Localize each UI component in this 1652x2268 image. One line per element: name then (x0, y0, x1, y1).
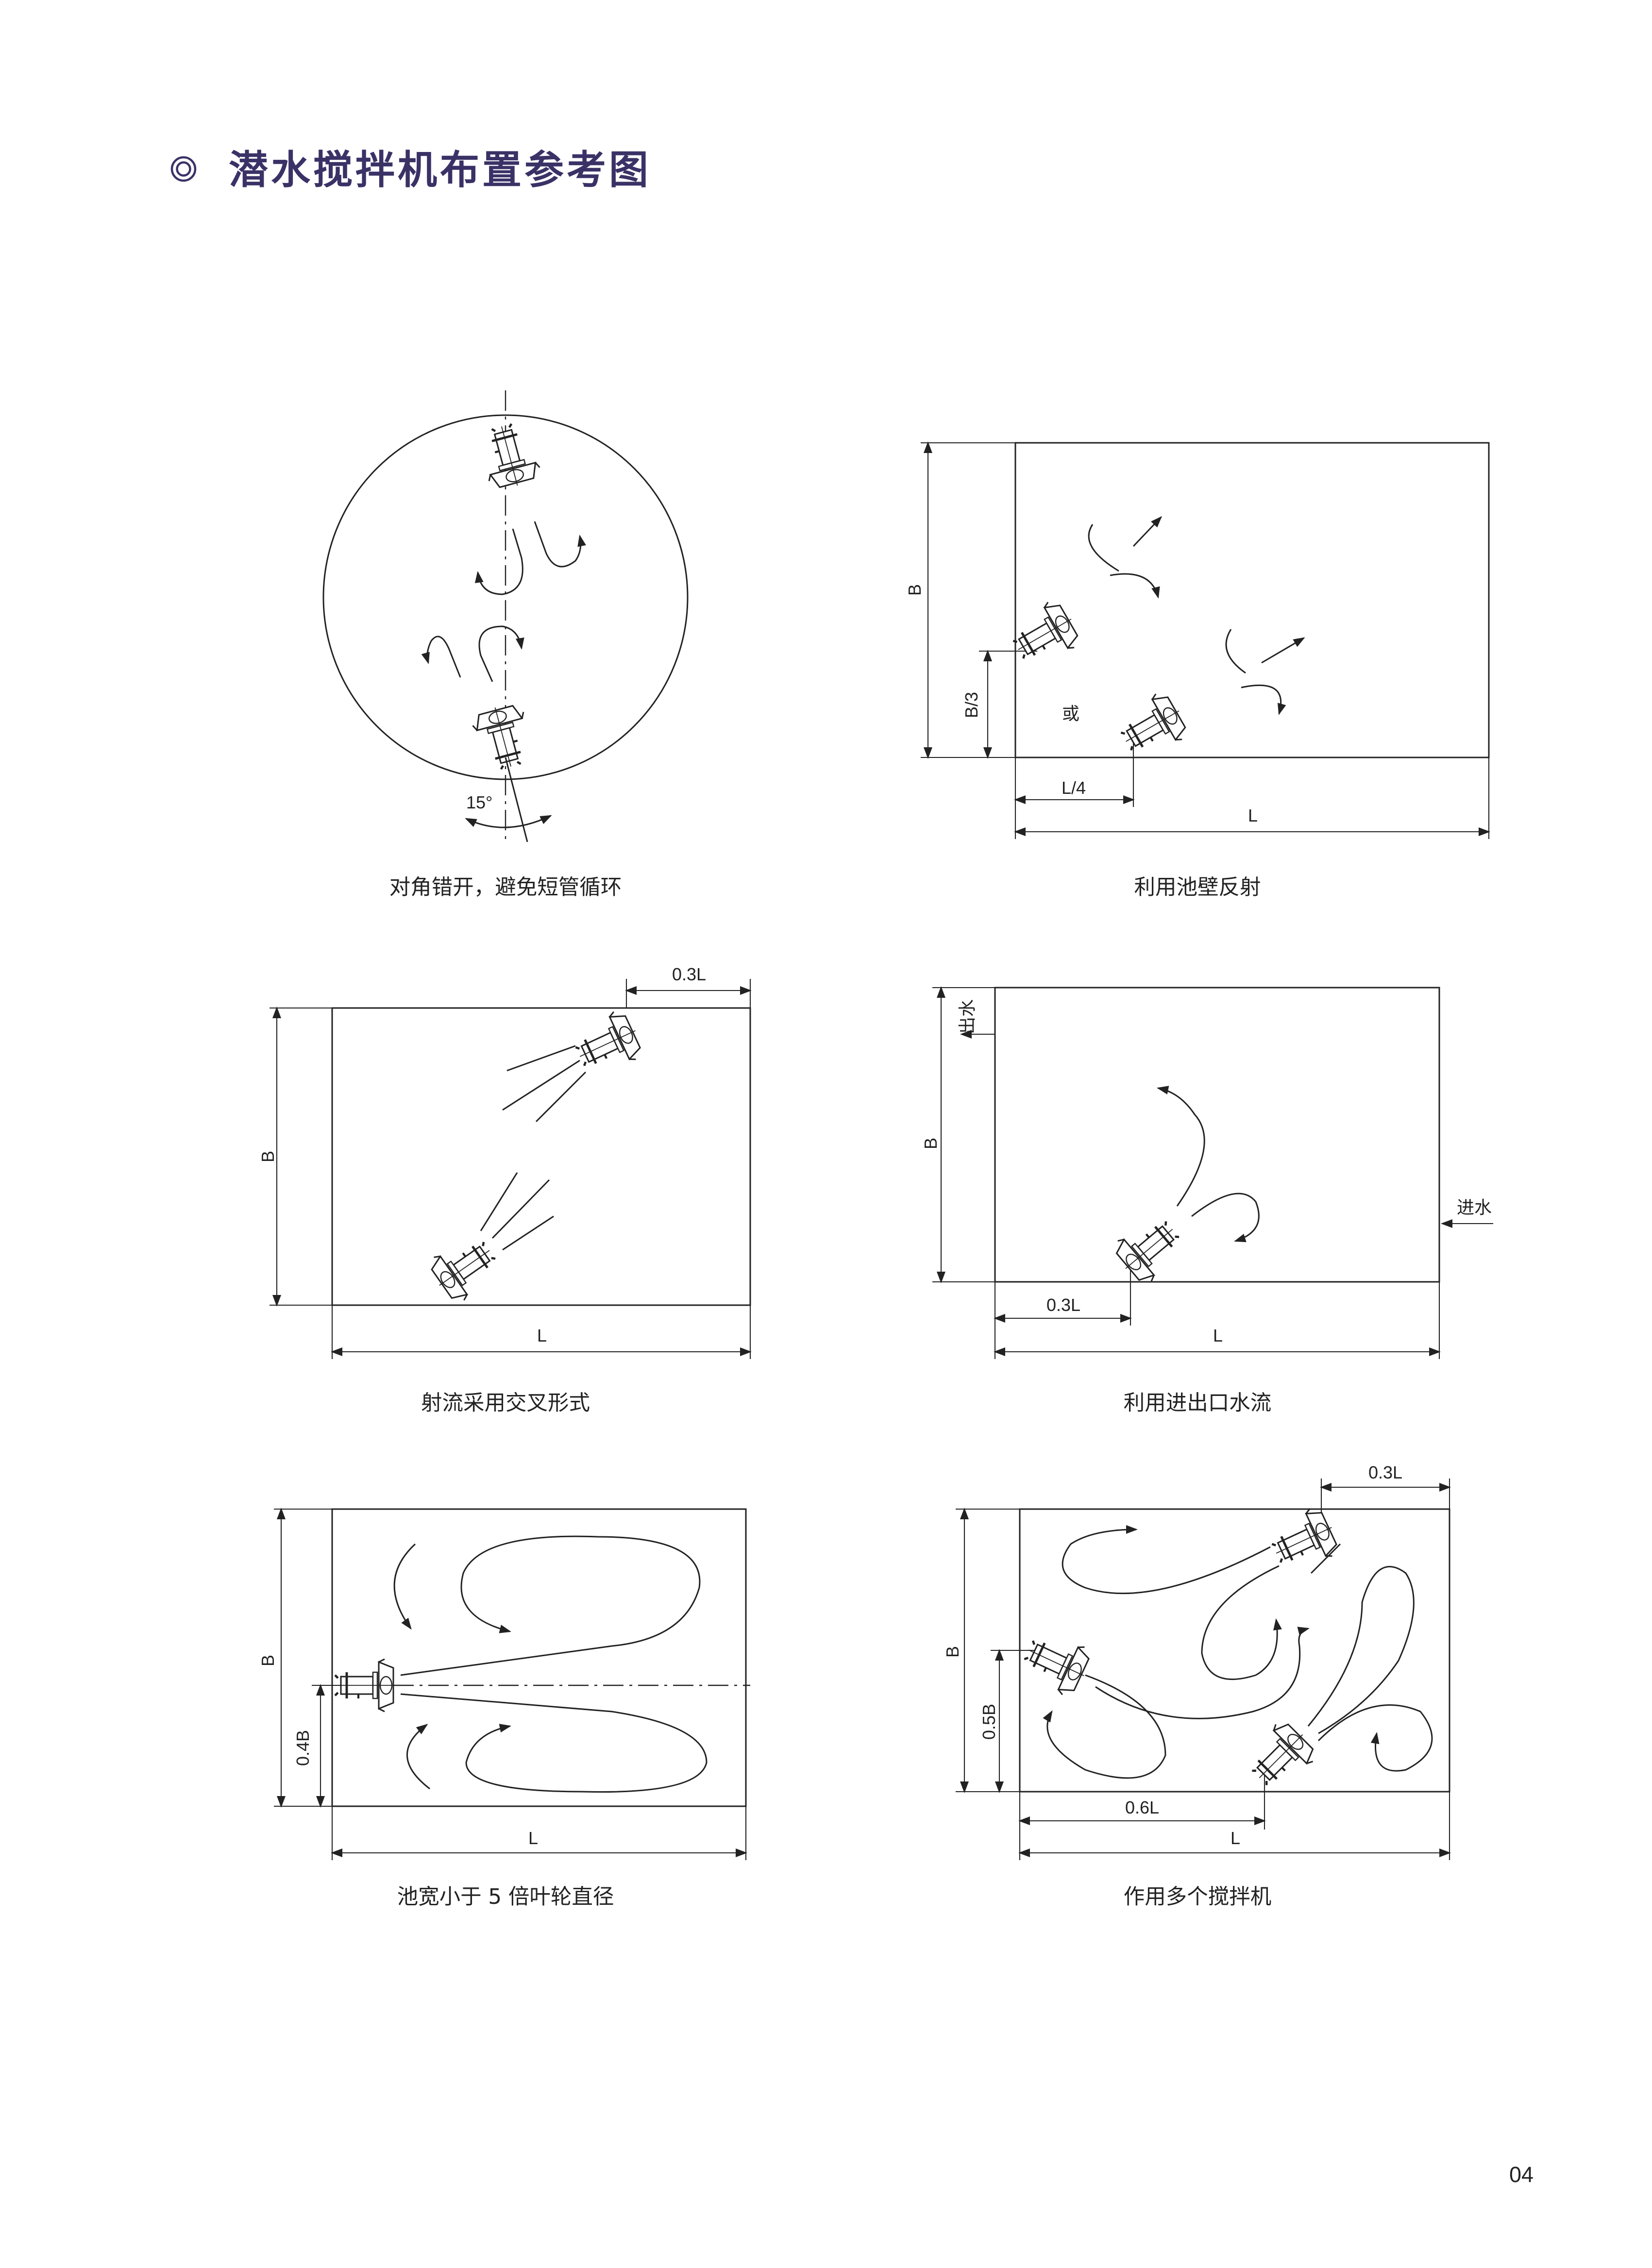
page-number: 04 (1509, 2162, 1534, 2187)
dim-03l-label: 0.3L (1368, 1462, 1402, 1482)
diagram-inlet-outlet: B 出水 进水 0.3L L 利用进出口水流 (921, 986, 1493, 1415)
mixer-icon (1241, 1716, 1321, 1796)
mixer-icon (335, 1659, 396, 1712)
caption-label: 作用多个搅拌机 (1124, 1885, 1272, 1909)
mixer-icon (1005, 596, 1084, 672)
page-header: 潜水搅拌机布置参考图 (170, 148, 651, 193)
caption: 利用池壁反射 (1134, 875, 1261, 900)
flow-arrow (1110, 573, 1160, 599)
diagram-cross-jet: B 0.3L L 射流采用交叉形式 (258, 964, 752, 1415)
angle-arc (465, 815, 552, 828)
diagram-circular-tank: 15° 对角错开，避免短管循环 (322, 390, 689, 900)
dim-03l-label: 0.3L (1046, 1295, 1080, 1315)
dim-b-label: B (258, 1655, 278, 1666)
dim-b-label: B (258, 1151, 278, 1162)
mixer-icon (1265, 1504, 1343, 1577)
flow-arrow (1241, 684, 1286, 715)
dim-l4: L/4 (1062, 778, 1086, 798)
angle-label: 15° (466, 792, 492, 812)
mixer-icon (569, 1007, 646, 1080)
outlet-label: 出水 (957, 999, 977, 1034)
mixer-icon (476, 420, 543, 492)
flow-arrow (534, 521, 586, 568)
dim-l-label: L (528, 1828, 538, 1848)
flow-arrow (1088, 524, 1119, 572)
mixer-icon (1109, 1209, 1189, 1289)
dim-l-label: L (1231, 1828, 1240, 1848)
dim-l-label: L (537, 1326, 547, 1345)
flow-arrow (1191, 1193, 1260, 1243)
mixer-icon (424, 1229, 505, 1307)
diagram-multiple-mixers: B 0.5B 0.3L 0.6L L 作用多个搅拌机 (943, 1462, 1451, 1909)
caption: 对角错开，避免短管循环 (389, 875, 622, 900)
inlet-label: 进水 (1457, 1197, 1492, 1217)
flow-arrow (1225, 629, 1246, 674)
double-circle-icon (170, 156, 197, 182)
mixer-icon (470, 701, 536, 773)
mixer-icon (1113, 688, 1192, 764)
caption-label: 利用进出口水流 (1124, 1391, 1272, 1415)
mixer-icon (1017, 1626, 1095, 1699)
diagram-wall-reflection: B B/3 L/4 L 或 利用池壁反射 (905, 441, 1490, 900)
dim-b3: B/3 (961, 692, 981, 718)
dim-b-label: B (921, 1138, 941, 1149)
dim-05b-label: 0.5B (979, 1704, 999, 1740)
caption-label: 池宽小于 5 倍叶轮直径 (397, 1885, 614, 1909)
dim-04b-label: 0.4B (293, 1730, 313, 1766)
diagram-narrow-tank: B 0.4B L 池宽小于 5 倍叶轮直径 (258, 1508, 750, 1909)
or-label: 或 (1062, 704, 1079, 723)
dim-b-label: B (943, 1646, 962, 1658)
dim-06l-label: 0.6L (1125, 1798, 1159, 1817)
page-title: 潜水搅拌机布置参考图 (229, 148, 651, 193)
dim-03l-label: 0.3L (672, 964, 706, 984)
dim-l: L (1248, 806, 1258, 825)
flow-arrow (1157, 1086, 1205, 1207)
dim-b: B (905, 584, 925, 596)
flow-arrow (421, 636, 461, 678)
flow-arrow (478, 625, 524, 682)
dim-l-label: L (1213, 1326, 1223, 1345)
caption-label: 射流采用交叉形式 (421, 1391, 590, 1415)
flow-arrow (474, 528, 523, 595)
